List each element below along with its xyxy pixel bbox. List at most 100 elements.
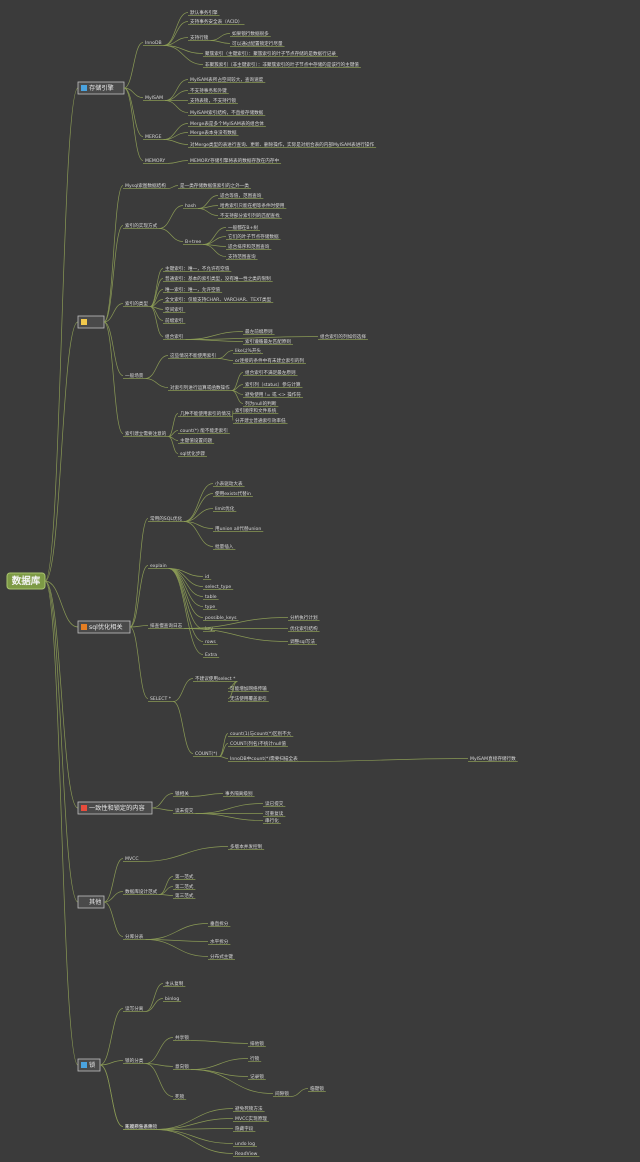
connector-line [145, 998, 164, 1012]
node-text: 优化索引结构 [290, 625, 318, 632]
connector-line [129, 625, 149, 628]
node-text: 避免使用 != 或 <> 操作符 [245, 391, 301, 398]
node-text: 第三范式 [175, 892, 194, 899]
node-text: 主键值设置问题 [180, 437, 213, 444]
node-text: 索引顺序和文件系统 [235, 407, 277, 414]
connector-line [103, 901, 124, 937]
node-text: 非聚簇索引（非主键索引）：非聚簇索引的叶子节点中存储的是该行的主键值 [205, 61, 359, 68]
connector-line [145, 923, 209, 940]
node-text: MEMORY存储引擎将表的数据存放在内存中 [190, 157, 279, 164]
node-text: InnoDB [145, 40, 162, 46]
connector-line [290, 1088, 309, 1097]
blue-circle-icon [81, 1062, 87, 1068]
node-text: 不支持事务和外键 [190, 87, 227, 94]
connector-line [198, 205, 219, 209]
node-text: 前缀索引 [165, 317, 183, 324]
connector-line [154, 1118, 234, 1130]
connector-line [184, 483, 214, 522]
node-text: 索引遵循最左匹配原则 [245, 338, 291, 345]
node-text: or连接的条件中有未建立索引的列 [235, 357, 304, 364]
connector-line [123, 87, 144, 161]
connector-line [154, 1129, 234, 1154]
connector-line [231, 390, 244, 404]
connector-line [123, 42, 144, 89]
connector-line [227, 681, 238, 699]
node-text: 临键锁 [310, 1085, 324, 1092]
node-text: 可重复读 [265, 810, 284, 817]
node-text: 支持表锁，不支持行锁 [190, 97, 236, 104]
node-text: 间隙锁 [275, 1090, 289, 1097]
connector-line [145, 1063, 174, 1067]
node-text: 适合排序和范围查询 [228, 243, 270, 250]
node-text: ReadView [235, 1151, 258, 1157]
node-text: 乐观锁与悲观锁 [125, 1123, 158, 1130]
connector-line [163, 139, 189, 145]
branch-node: 其他 [77, 895, 105, 909]
node-text: 最左前缀原则 [245, 328, 273, 335]
connector-line [151, 793, 174, 809]
connector-line [185, 336, 319, 340]
node-text: MVCC实现原理 [235, 1115, 267, 1122]
node-text: Merge表本身没有数据 [190, 129, 237, 136]
branch-label: 存储引擎 [89, 84, 114, 92]
blue-square-icon [81, 85, 87, 91]
connector-line [184, 521, 214, 547]
connector-line [159, 228, 184, 242]
node-text: 几种不能使用索引的情况 [180, 410, 231, 417]
branch-label: 一致性和锁定的内容 [89, 804, 145, 812]
connector-line [168, 568, 204, 655]
node-text: select_type [205, 584, 231, 590]
connector-line [44, 87, 79, 582]
node-text: 它们的叶子节点存储数据 [228, 233, 279, 240]
connector-line [129, 518, 149, 628]
connector-line [159, 205, 184, 229]
node-text: 死锁产生条件 [125, 1123, 153, 1130]
node-text: 水平拆分 [210, 938, 229, 945]
node-text: explain [150, 563, 167, 569]
connector-line [44, 580, 79, 1066]
node-text: 一般都在B+树 [228, 224, 258, 231]
node-text: 空间索引 [165, 306, 183, 313]
node-text: 常用的SQL优化 [150, 515, 182, 522]
node-text: 读写分离 [125, 1005, 144, 1012]
node-text: 对索引列进行运算或函数操作 [170, 384, 230, 391]
node-text: 锁的分类 [125, 1057, 144, 1064]
connector-line [198, 208, 219, 216]
connector-line [163, 123, 189, 140]
connector-line [168, 568, 204, 607]
node-text: id [205, 574, 209, 580]
connector-line [190, 793, 224, 797]
node-text: Extra [205, 652, 217, 658]
node-text: 分开建立普通索引效率低 [235, 417, 286, 424]
node-text: sql优化步骤 [180, 450, 205, 457]
node-text: key [205, 626, 213, 632]
connector-line [219, 756, 229, 759]
node-text: COUNT(列名)不统计null值 [230, 740, 286, 747]
connector-line [163, 45, 204, 65]
node-text: 第一范式 [175, 873, 194, 880]
connector-line [184, 493, 214, 522]
branch-node [77, 315, 105, 329]
connector-line [151, 807, 174, 811]
node-text: 读未提交 [175, 807, 194, 814]
node-text: 调整sql写法 [290, 638, 315, 645]
connector-line [163, 12, 189, 46]
node-text: 第二范式 [175, 883, 194, 890]
node-text: 索引建立需要注意的 [125, 430, 167, 437]
node-text: 适合等值，范围查询 [220, 192, 262, 199]
connector-line [145, 939, 209, 957]
node-text: 分析执行计划 [290, 614, 318, 621]
node-text: 共享锁 [175, 1034, 189, 1041]
connector-line [145, 355, 169, 379]
connector-line [203, 236, 227, 245]
node-text: 索引列（status）参与计算 [245, 381, 301, 388]
node-text: MyISAM直接存储行数 [470, 755, 516, 762]
connector-line [184, 617, 289, 629]
connector-line [154, 1128, 234, 1130]
branch-label: sql优化相关 [89, 623, 123, 631]
node-text: 可以通过配置锁定行尽量 [232, 40, 283, 47]
node-text: possible_keys [205, 615, 237, 621]
connector-line [190, 1040, 249, 1044]
node-text: 对Merge类型的表进行查询、更新、删除操作，实际是对组合表的内部MyISAM表… [190, 141, 374, 148]
connector-line [168, 436, 179, 454]
